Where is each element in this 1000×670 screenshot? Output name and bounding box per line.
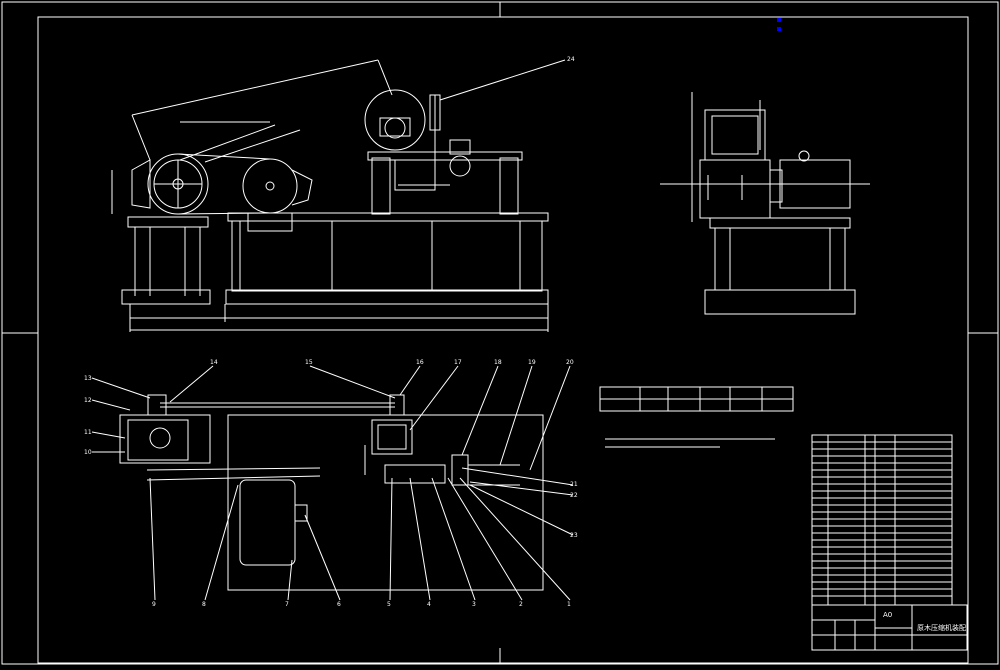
callout-left-11: 11 (84, 429, 92, 436)
callout-right-21: 21 (570, 481, 578, 488)
sheet-size-label: A0 (883, 611, 892, 619)
callout-upper-20: 20 (566, 359, 574, 366)
side-view (660, 92, 870, 315)
plan-view (119, 394, 544, 591)
callout-bottom-6: 6 (337, 601, 341, 608)
callout-numbers: 24 13 12 11 10 14 15 16 17 18 19 20 21 2… (84, 56, 578, 608)
drawing-title: 原木压缩机装配 (917, 623, 966, 632)
callout-upper-14: 14 (210, 359, 218, 366)
callout-bottom-1: 1 (567, 601, 571, 608)
callout-bottom-5: 5 (387, 601, 391, 608)
callout-bottom-4: 4 (427, 601, 431, 608)
callout-upper-15: 15 (305, 359, 313, 366)
callout-upper-19: 19 (528, 359, 536, 366)
callout-right-23: 23 (570, 532, 578, 539)
title-block (811, 604, 968, 651)
callout-upper-16: 16 (416, 359, 424, 366)
parameter-table (599, 386, 794, 448)
front-view (111, 59, 549, 332)
callout-bottom-3: 3 (472, 601, 476, 608)
callout-upper-17: 17 (454, 359, 462, 366)
callout-bottom-2: 2 (519, 601, 523, 608)
accent-marks (777, 18, 781, 31)
callout-right-22: 22 (570, 492, 578, 499)
leader-lines (91, 59, 574, 601)
callout-bottom-9: 9 (152, 601, 156, 608)
callout-upper-18: 18 (494, 359, 502, 366)
callout-top-24: 24 (567, 56, 575, 63)
callout-left-12: 12 (84, 397, 92, 404)
callout-left-10: 10 (84, 449, 92, 456)
callout-bottom-8: 8 (202, 601, 206, 608)
callout-bottom-7: 7 (285, 601, 289, 608)
title-block-text: A0 原木压缩机装配 (883, 611, 966, 632)
callout-left-13: 13 (84, 375, 92, 382)
